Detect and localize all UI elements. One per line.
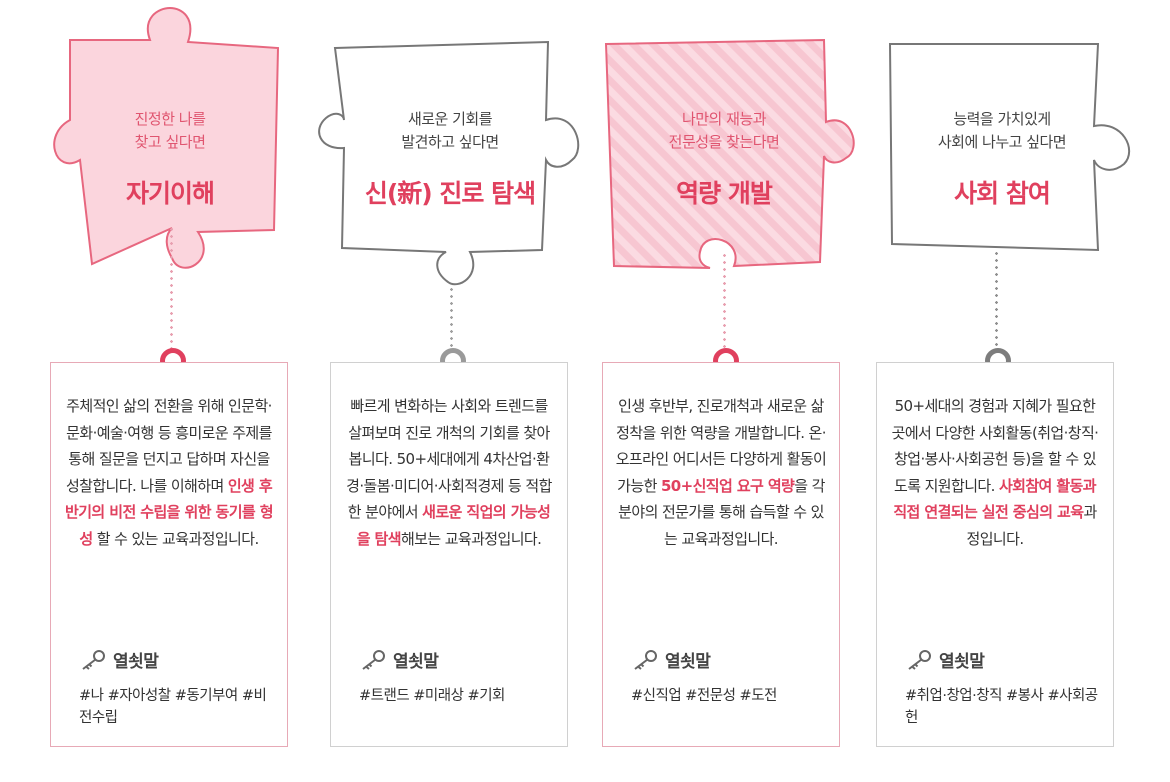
category-title: 역량 개발 <box>676 179 773 208</box>
keyword-title: 열쇳말 <box>665 652 711 672</box>
description-card: 50+세대의 경험과 지혜가 필요한 곳에서 다양한 사회활동(취업·창직·창업… <box>876 362 1114 747</box>
key-icon <box>362 649 385 670</box>
keyword-tags: #나 #자아성찰 #동기부여 #비전수립 <box>79 688 267 726</box>
keyword-header: 열쇳말 <box>79 647 159 672</box>
puzzle-piece-icon <box>604 38 855 269</box>
description-text: 주체적인 삶의 전환을 위해 인문학·문화·예술·여행 등 흥미로운 주제를 통… <box>65 397 274 548</box>
keyword-header: 열쇳말 <box>905 647 985 672</box>
key-icon <box>82 649 105 670</box>
dotted-connector <box>995 250 998 350</box>
puzzle-subtitle: 진정한 나를 찾고 싶다면 <box>134 110 206 151</box>
keyword-tags: #취업·창업·창직 #봉사 #사회공헌 <box>905 688 1098 726</box>
key-icon <box>634 649 657 670</box>
dotted-connector <box>450 286 453 350</box>
description-text: 빠르게 변화하는 사회와 트렌드를 살펴보며 진로 개척의 기회를 찾아봅니다.… <box>346 397 552 548</box>
category-title: 자기이해 <box>125 179 215 208</box>
description-text: 인생 후반부, 진로개척과 새로운 삶 정착을 위한 역량을 개발합니다. 온·… <box>615 397 827 548</box>
description-card: 주체적인 삶의 전환을 위해 인문학·문화·예술·여행 등 흥미로운 주제를 통… <box>50 362 288 747</box>
keyword-header: 열쇳말 <box>359 647 439 672</box>
keyword-tags: #신직업 #전문성 #도전 <box>631 688 777 704</box>
puzzle-subtitle: 능력을 가치있게 사회에 나누고 싶다면 <box>937 110 1067 151</box>
keyword-title: 열쇳말 <box>393 652 439 672</box>
puzzle-subtitle: 새로운 기회를 발견하고 싶다면 <box>401 110 499 151</box>
keyword-header: 열쇳말 <box>631 647 711 672</box>
column-new-career: 새로운 기회를 발견하고 싶다면 신(新) 진로 탐색 빠르게 변화하는 사회와… <box>310 0 590 782</box>
puzzle-subtitle: 나만의 재능과 전문성을 찾는다면 <box>668 110 780 151</box>
highlight-text: 인생 후반기의 비전 수립을 위한 동기를 형성 <box>65 476 274 548</box>
puzzle-piece-icon <box>318 40 580 286</box>
key-icon <box>908 649 931 670</box>
category-title: 신(新) 진로 탐색 <box>364 179 536 208</box>
dotted-connector <box>170 226 173 350</box>
column-capability-development: 나만의 재능과 전문성을 찾는다면 역량 개발 인생 후반부, 진로개척과 새로… <box>584 0 864 782</box>
description-text: 50+세대의 경험과 지혜가 필요한 곳에서 다양한 사회활동(취업·창직·창업… <box>891 397 1099 548</box>
dotted-connector <box>723 252 726 350</box>
column-self-understanding: 진정한 나를 찾고 싶다면 자기이해 주체적인 삶의 전환을 위해 인문학·문화… <box>30 0 310 782</box>
puzzle-piece-icon <box>53 6 280 269</box>
highlight-text: 새로운 직업의 가능성을 탐색 <box>356 503 551 548</box>
keyword-tags: #트랜드 #미래상 #기회 <box>359 688 505 704</box>
highlight-text: 사회참여 활동과 직접 연결되는 실전 중심의 교육 <box>893 476 1096 522</box>
description-card: 인생 후반부, 진로개척과 새로운 삶 정착을 위한 역량을 개발합니다. 온·… <box>602 362 840 747</box>
keyword-title: 열쇳말 <box>113 652 159 672</box>
column-social-participation: 능력을 가치있게 사회에 나누고 싶다면 사회 참여 50+세대의 경험과 지혜… <box>862 0 1142 782</box>
category-title: 사회 참여 <box>954 179 1051 208</box>
description-card: 빠르게 변화하는 사회와 트렌드를 살펴보며 진로 개척의 기회를 찾아봅니다.… <box>330 362 568 747</box>
keyword-title: 열쇳말 <box>939 652 985 672</box>
puzzle-piece-icon <box>888 43 1130 252</box>
highlight-text: 50+신직업 요구 역량 <box>660 476 795 495</box>
